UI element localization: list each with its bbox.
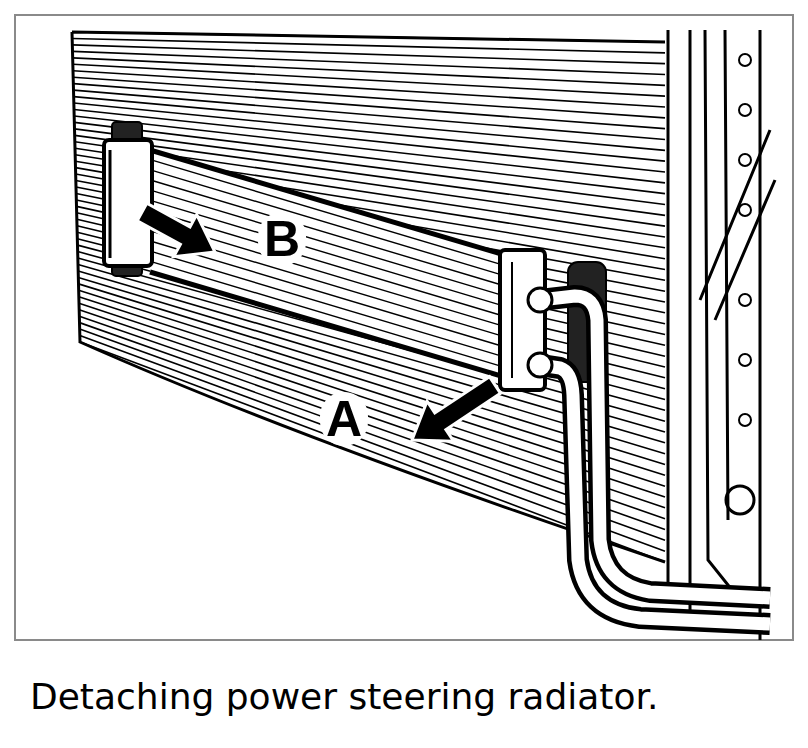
power-steering-cooler	[104, 122, 606, 390]
side-bracket	[668, 30, 775, 640]
direction-arrow	[137, 203, 215, 257]
cooler-pipes	[528, 288, 770, 624]
direction-arrow	[412, 377, 501, 442]
callout-letter: A	[320, 392, 368, 446]
frame	[15, 15, 793, 640]
direction-arrows	[137, 203, 500, 441]
caption: Detaching power steering radiator.	[30, 676, 658, 717]
callout-letter: B	[258, 212, 306, 266]
